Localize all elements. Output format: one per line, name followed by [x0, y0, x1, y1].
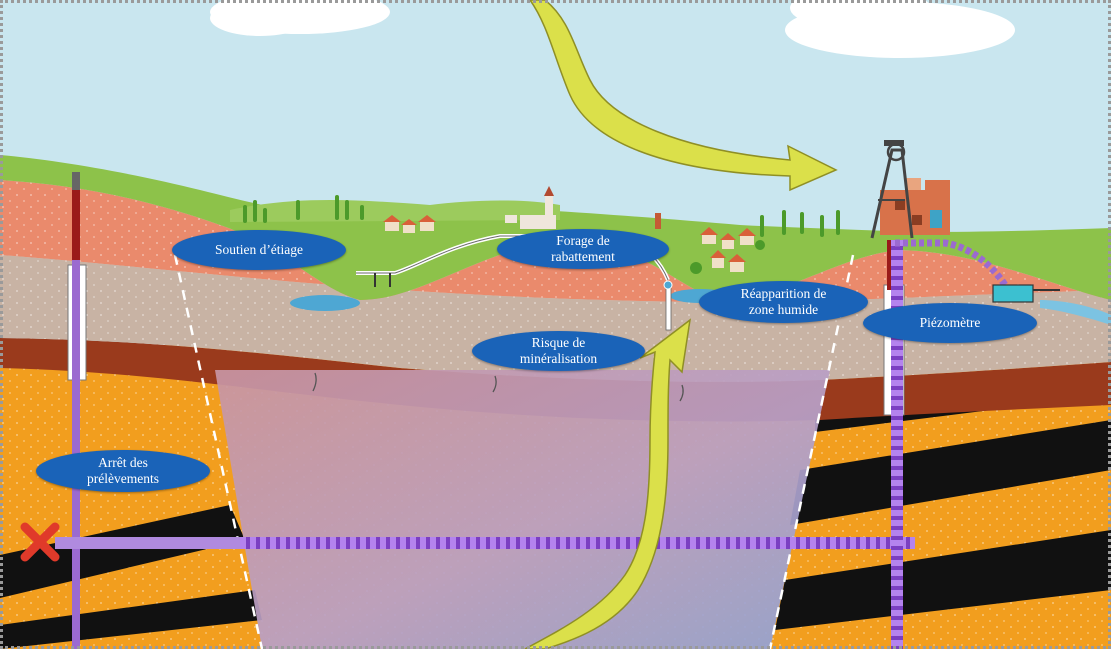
water-tank	[992, 284, 1034, 303]
cloud-right	[785, 0, 1015, 58]
label-reapparition-zone-humide: Réapparition de zone humide	[699, 281, 868, 323]
tree-icon	[243, 195, 840, 274]
pond-left	[290, 295, 360, 311]
village-icon	[383, 186, 556, 233]
pond-right	[1040, 300, 1111, 325]
label-forage-rabattement: Forage de rabattement	[497, 229, 669, 269]
upwelling-arrow	[524, 318, 692, 649]
label-arret-prelevements: Arrêt des prélèvements	[36, 450, 210, 492]
label-soutien-etiage: Soutien d’étiage	[172, 230, 346, 270]
cloud-left	[210, 0, 390, 36]
coal-seam	[790, 420, 1111, 525]
label-piezometre: Piézomètre	[863, 303, 1037, 343]
forage-well	[665, 284, 672, 331]
mine-headframe-icon	[870, 140, 950, 239]
horizontal-gallery	[55, 537, 240, 549]
left-well-top	[72, 175, 80, 265]
coal-seam	[775, 530, 1111, 630]
coal-seam	[0, 590, 262, 649]
coal-seam	[0, 505, 245, 598]
infiltration-arrow	[529, 0, 838, 192]
horizontal-gallery-dashed	[240, 537, 915, 549]
excavation-boundary	[173, 254, 264, 649]
red-x-icon	[20, 522, 60, 562]
label-risque-mineralisation: Risque de minéralisation	[472, 331, 645, 371]
excavation-boundary	[768, 254, 855, 649]
village-icon	[655, 213, 756, 272]
excavation-zone	[215, 370, 830, 649]
piezometer-pipe	[891, 240, 903, 649]
drain-pipe	[895, 239, 1008, 287]
